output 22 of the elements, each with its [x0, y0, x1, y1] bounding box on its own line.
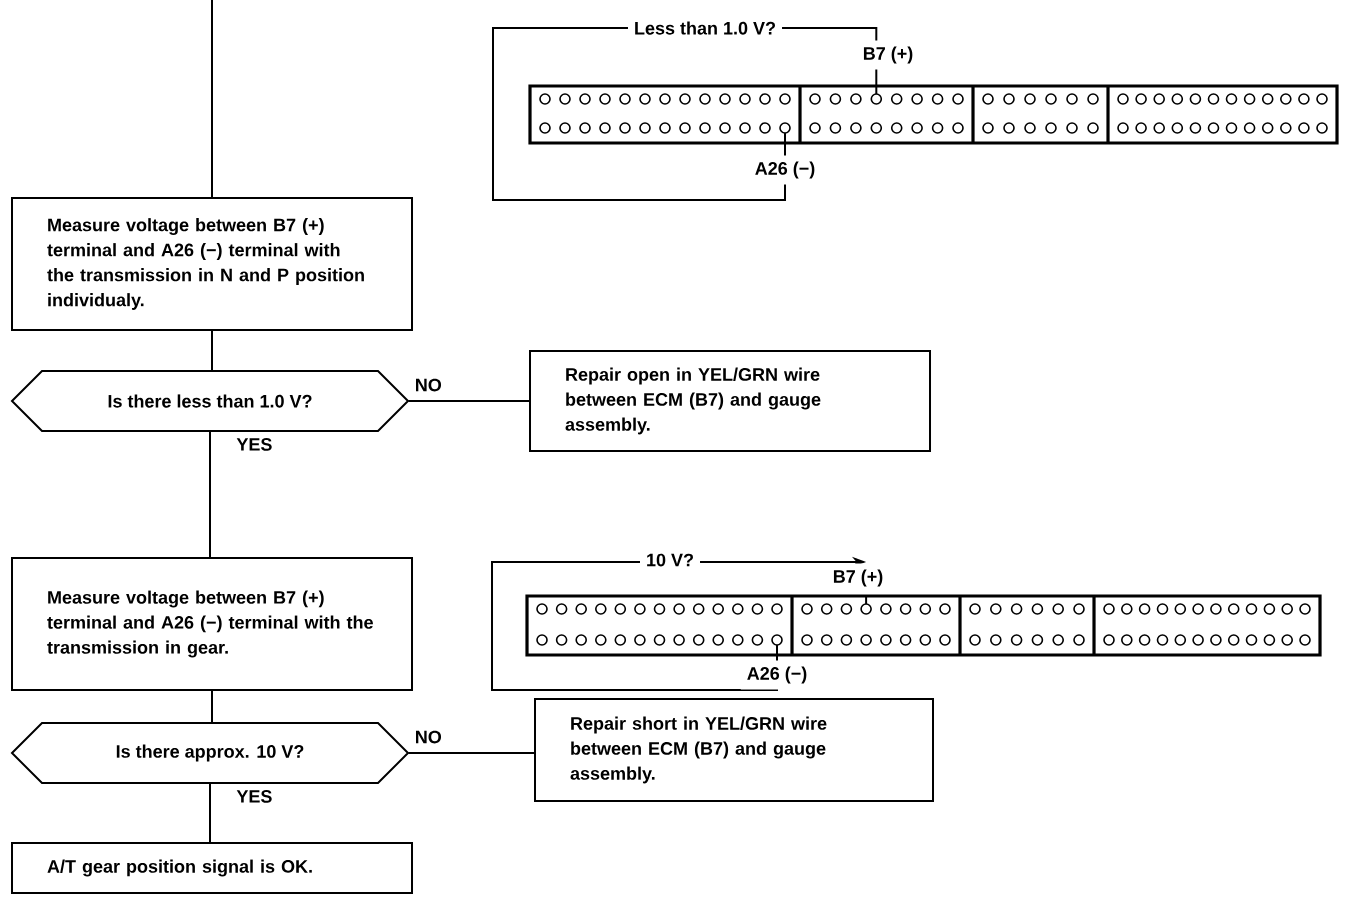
pin-label: B7 (+) [826, 563, 890, 593]
process-box: Repair open in YEL/GRN wire between ECM (B7) and gauge assembly. [529, 350, 931, 452]
pin-label: A26 (−) [740, 660, 814, 690]
connector-line [211, 0, 213, 198]
process-box: Repair short in YEL/GRN wire between ECM (B7) and gauge assembly. [534, 698, 934, 802]
process-box: Measure voltage between B7 (+) terminal and A26 (−) terminal with the transmission in gear. [11, 557, 413, 691]
process-box: Measure voltage between B7 (+) terminal and A26 (−) terminal with the transmission in N and P position individualy. [11, 197, 413, 331]
connector-line [211, 330, 213, 372]
connector-line [209, 430, 211, 558]
connector-line [211, 690, 213, 724]
pin-label: B7 (+) [856, 40, 920, 70]
edge-label: NO [416, 378, 442, 392]
pin-label: 10 V? [640, 547, 700, 573]
edge-label: YES [236, 438, 272, 451]
connector-line [407, 752, 535, 754]
pin-label: Less than 1.0 V? [628, 15, 783, 41]
pin-label: A26 (−) [748, 155, 822, 185]
connector-line [209, 782, 211, 843]
edge-label: YES [236, 790, 272, 803]
edge-label: NO [416, 730, 442, 744]
process-box: A/T gear position signal is OK. [11, 842, 413, 894]
connector-line [407, 400, 530, 402]
